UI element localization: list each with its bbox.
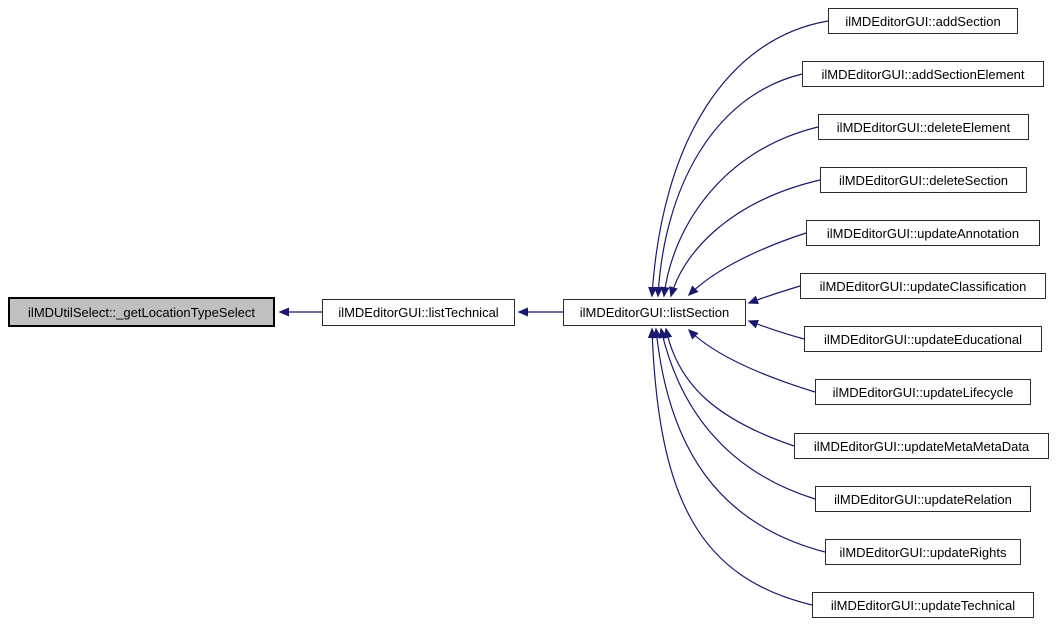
node-updateAnnotation[interactable]: ilMDEditorGUI::updateAnnotation (806, 220, 1040, 246)
edge-addSectionElement-to-listSection (654, 73, 803, 298)
edge-updateTechnical-to-listSection (647, 327, 813, 606)
edge-deleteElement-to-listSection (660, 126, 819, 298)
node-updateRelation[interactable]: ilMDEditorGUI::updateRelation (815, 486, 1031, 512)
edge-addSection-to-listSection (648, 20, 829, 298)
node-listTechnical[interactable]: ilMDEditorGUI::listTechnical (322, 299, 515, 326)
node-getLocationTypeSelect: ilMDUtilSelect::_getLocationTypeSelect (8, 297, 275, 327)
edge-updateAnnotation-to-listSection (687, 232, 807, 297)
node-updateLifecycle[interactable]: ilMDEditorGUI::updateLifecycle (815, 379, 1031, 405)
edge-updateMetaMetaData-to-listSection (663, 327, 795, 447)
node-addSection[interactable]: ilMDEditorGUI::addSection (828, 8, 1018, 34)
node-addSectionElement[interactable]: ilMDEditorGUI::addSectionElement (802, 61, 1044, 87)
edge-updateRelation-to-listSection (658, 327, 816, 500)
node-deleteSection[interactable]: ilMDEditorGUI::deleteSection (820, 167, 1027, 193)
node-deleteElement[interactable]: ilMDEditorGUI::deleteElement (818, 114, 1029, 140)
edge-updateClassification-to-listSection (747, 285, 801, 305)
node-updateRights[interactable]: ilMDEditorGUI::updateRights (825, 539, 1021, 565)
edge-updateEducational-to-listSection (747, 319, 805, 340)
node-updateEducational[interactable]: ilMDEditorGUI::updateEducational (804, 326, 1042, 352)
node-updateTechnical[interactable]: ilMDEditorGUI::updateTechnical (812, 592, 1034, 618)
node-updateClassification[interactable]: ilMDEditorGUI::updateClassification (800, 273, 1046, 299)
edge-updateLifecycle-to-listSection (687, 328, 816, 393)
edge-deleteSection-to-listSection (669, 179, 821, 298)
node-listSection[interactable]: ilMDEditorGUI::listSection (563, 299, 746, 326)
node-updateMetaMetaData[interactable]: ilMDEditorGUI::updateMetaMetaData (794, 433, 1049, 459)
edge-updateRights-to-listSection (652, 327, 826, 553)
